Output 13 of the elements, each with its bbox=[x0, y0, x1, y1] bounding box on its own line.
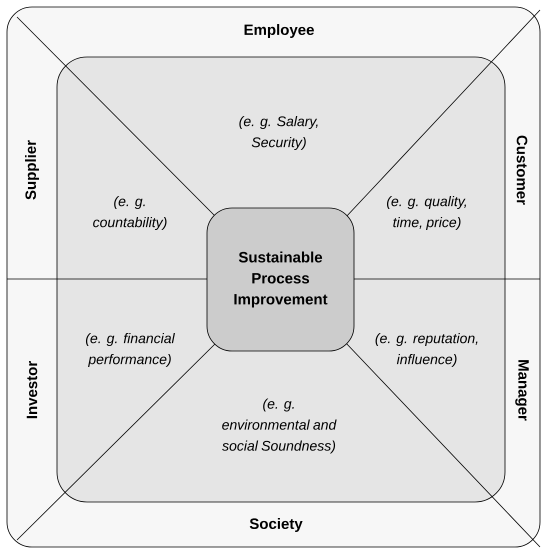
stakeholder-label: Society bbox=[250, 518, 303, 532]
example-text: (e. g. financial performance) bbox=[86, 332, 175, 368]
example-text: (e. g. countability) bbox=[93, 196, 166, 230]
example-text: (e. g. environmental and social Soundness) bbox=[222, 398, 337, 454]
example-text: (e. g. Salary, Security) bbox=[239, 116, 318, 150]
stakeholder-label: Manager bbox=[515, 360, 529, 421]
stakeholder-label: Employee bbox=[244, 24, 314, 38]
stakeholder-label: Investor bbox=[26, 361, 38, 418]
center-box: Sustainable Process Improvement bbox=[206, 208, 354, 352]
stakeholder-label: Supplier bbox=[25, 140, 39, 200]
example-text: (e. g. quality, time, price) bbox=[387, 196, 466, 230]
stakeholder-label: Customer bbox=[516, 136, 528, 205]
example-text: (e. g. reputation, influence) bbox=[376, 332, 478, 368]
